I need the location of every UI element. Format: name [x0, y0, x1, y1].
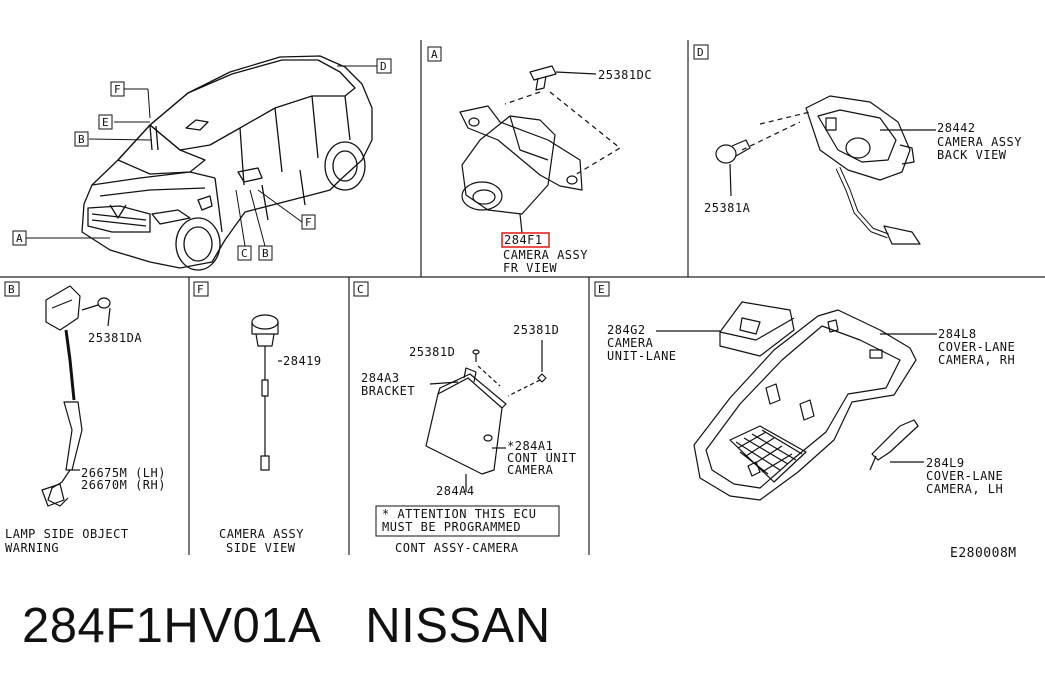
control-unit-drawing — [425, 340, 547, 492]
panel-b-screw-label: 25381DA — [88, 331, 142, 345]
panel-d-tag — [693, 44, 709, 60]
callout-c-bottom — [237, 245, 252, 261]
vehicle-overview — [81, 55, 373, 271]
panel-c-tag-label: C — [357, 283, 364, 296]
panel-f-tag-label: F — [197, 283, 204, 296]
panel-c-unit-line1: CONT UNIT — [507, 451, 577, 465]
callout-b-bottom-label: B — [262, 247, 269, 260]
panel-b-tag — [4, 281, 20, 297]
callout-f-bottom-label: F — [305, 216, 312, 229]
panel-dividers — [0, 40, 1045, 555]
panel-b-part-lh: 26675M (LH) — [81, 466, 166, 480]
panel-b-caption-2: WARNING — [5, 541, 59, 555]
callout-e — [98, 114, 113, 130]
panel-a-caption-1: CAMERA ASSY — [503, 248, 588, 262]
panel-e-rh-line1: COVER-LANE — [938, 340, 1015, 354]
panel-e-rh-num: 284L8 — [938, 327, 977, 341]
panel-f-caption-1: CAMERA ASSY — [219, 527, 304, 541]
panel-d-part-label: 28442 — [937, 121, 976, 135]
part-number: 284F1HV01A — [22, 599, 322, 653]
callout-f-bottom — [301, 214, 316, 230]
panel-c-tag — [353, 281, 369, 297]
callout-b-top-label: B — [78, 133, 85, 146]
panel-c-screw-left: 25381D — [409, 345, 455, 359]
panel-a-tag-label: A — [431, 48, 438, 61]
panel-c-bracket-num: 284A3 — [361, 371, 400, 385]
panel-c-bracket-name: BRACKET — [361, 384, 415, 398]
back-camera-drawing — [715, 95, 936, 245]
callout-b-top — [74, 131, 89, 147]
panel-d-caption-2: BACK VIEW — [937, 148, 1007, 162]
callout-a — [12, 230, 27, 246]
callout-d — [376, 58, 392, 74]
panel-c-caption: CONT ASSY-CAMERA — [395, 541, 519, 555]
panel-d-tag-label: D — [697, 46, 704, 59]
panel-e-lh-line1: COVER-LANE — [926, 469, 1003, 483]
overview-tags: F E B A D C B F — [12, 58, 392, 261]
panel-b-part-rh: 26670M (RH) — [81, 478, 166, 492]
panel-e-tag — [594, 281, 610, 297]
panel-f-caption-2: SIDE VIEW — [226, 541, 296, 555]
overview-callouts — [25, 65, 377, 247]
panel-c-screw-right: 25381D — [513, 323, 559, 337]
panel-e-rh-line2: CAMERA, RH — [938, 353, 1015, 367]
highlighted-part-box — [501, 232, 550, 248]
diagram-code: E280008M — [950, 546, 1017, 561]
panel-e-tag-label: E — [598, 283, 605, 296]
callout-f-top-label: F — [114, 83, 121, 96]
attention-box — [375, 505, 560, 537]
panel-a-tag — [427, 46, 442, 62]
panel-a-screw-label: 25381DC — [598, 68, 652, 82]
callout-e-label: E — [102, 116, 109, 129]
panel-a-caption-2: FR VIEW — [503, 261, 557, 275]
callout-b-bottom — [258, 245, 273, 261]
panel-d-caption-1: CAMERA ASSY — [937, 135, 1022, 149]
panel-e-camera-num: 284G2 — [607, 323, 646, 337]
side-warning-lamp-drawing — [41, 285, 111, 507]
panel-d-screw-label: 25381A — [704, 201, 751, 215]
front-camera-drawing — [459, 65, 621, 234]
panel-e-camera-line2: UNIT-LANE — [607, 349, 677, 363]
panel-f-part-label: 28419 — [283, 354, 322, 368]
panel-e-camera-line1: CAMERA — [607, 336, 654, 350]
brand-name: NISSAN — [365, 599, 551, 653]
panel-c-unit-num: *284A1 — [507, 439, 553, 453]
panel-c-unit-line2: CAMERA — [507, 463, 554, 477]
lane-camera-drawing — [656, 301, 937, 501]
callout-c-bottom-label: C — [241, 247, 248, 260]
side-camera-drawing — [251, 314, 282, 471]
panel-e-lh-line2: CAMERA, LH — [926, 482, 1003, 496]
panel-b-caption-1: LAMP SIDE OBJECT — [5, 527, 129, 541]
callout-a-label: A — [16, 232, 23, 245]
attention-line1: * ATTENTION THIS ECU — [382, 507, 537, 521]
callout-d-label: D — [380, 60, 387, 73]
panel-c-assy-num: 284A4 — [436, 484, 475, 498]
highlighted-part-label: 284F1 — [504, 233, 543, 247]
panel-f-tag — [193, 281, 209, 297]
callout-f-top — [110, 81, 125, 97]
attention-line2: MUST BE PROGRAMMED — [382, 520, 521, 534]
part-number-caption: 284F1HV01A NISSAN — [22, 598, 551, 654]
panel-e-lh-num: 284L9 — [926, 456, 965, 470]
panel-b-tag-label: B — [8, 283, 15, 296]
